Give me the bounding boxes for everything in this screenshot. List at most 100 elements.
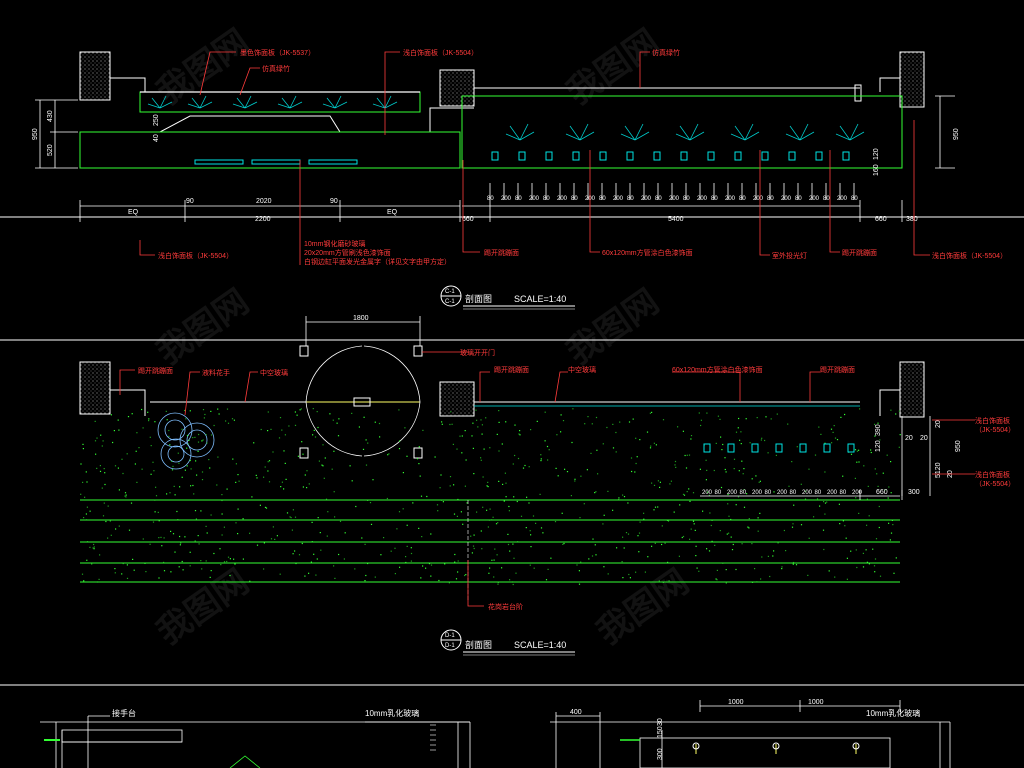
s1-label-bot-2b: 20x20mm方管刷浅色漆饰面 — [304, 248, 391, 257]
s1-label-bot-7: 浅白饰面板（JK-5504） — [932, 251, 1007, 260]
s2-scale: SCALE=1:40 — [514, 640, 566, 650]
s1-row-dim: 200 — [669, 196, 680, 202]
s1-square-post — [626, 151, 634, 161]
s2-dim-v6: 20 — [935, 420, 942, 428]
s2-dim-v3: 20 — [905, 435, 913, 442]
s1-dim-h2: 90 — [186, 198, 194, 205]
s2-column-right — [899, 361, 925, 418]
s1-row-dim: 200 — [501, 196, 512, 202]
s2-row-dim: 200 — [827, 490, 838, 496]
s1-square-post — [572, 151, 580, 161]
s1-square-post — [599, 151, 607, 161]
s2-dim-door: 1800 — [353, 315, 369, 322]
s2-step-lines — [80, 499, 900, 583]
s2-dim-v4: 20 — [920, 435, 928, 442]
s1-scale: SCALE=1:40 — [514, 294, 566, 304]
s1-row-dim: 80 — [599, 196, 606, 202]
s1-square-post — [761, 151, 769, 161]
s1-row-dim: 200 — [697, 196, 708, 202]
s2-door-swing-left — [305, 345, 363, 403]
s2-row-dim: 80 — [815, 490, 822, 496]
s1-section-title: C-1 C-1 剖面图 SCALE=1:40 — [440, 285, 575, 310]
s1-square-post — [734, 151, 742, 161]
s1-row-dim: 80 — [655, 196, 662, 202]
s1-dim-v8: 160 — [873, 164, 880, 176]
s1-row-dim: 200 — [529, 196, 540, 202]
s2-square-post — [751, 443, 759, 453]
s1-light-slot — [251, 159, 301, 165]
s1-label-top-2: 仿真绿竹 — [262, 64, 290, 73]
s1-column-right — [899, 51, 925, 108]
s1-dim-v3: 520 — [47, 144, 54, 156]
s3-dim-400: 400 — [570, 709, 582, 716]
s1-dim-v1: 950 — [32, 128, 39, 140]
s2-square-post — [847, 443, 855, 453]
s1-row-dim: 200 — [641, 196, 652, 202]
s2-row-dim: 80 — [740, 490, 747, 496]
s2-label-top-5: 踢开跳蹦面 — [494, 365, 529, 374]
s1-square-post — [491, 151, 499, 161]
s3-dim-1000b: 1000 — [808, 699, 824, 706]
s2-section-title: D-1 D-1 剖面图 SCALE=1:40 — [440, 629, 575, 656]
s3-dim-150: 150 — [657, 726, 664, 738]
s1-square-post — [842, 151, 850, 161]
s1-label-bot-2a: 10mm钢化磨砂玻璃 — [304, 239, 365, 248]
s1-light-slot — [308, 159, 358, 165]
s2-column-mid — [439, 381, 475, 417]
s2-dim-v2: 120 — [875, 440, 882, 452]
s1-square-post — [653, 151, 661, 161]
s2-label-bottom: 花岗岩台阶 — [488, 602, 523, 611]
s2-square-posts — [703, 443, 855, 453]
section-3: 接手台 10mm乳化玻璃 400 1000 1000 300 150 — [40, 699, 951, 768]
s1-square-post — [788, 151, 796, 161]
s2-title: 剖面图 — [465, 639, 492, 650]
s1-dim-h3: 90 — [330, 198, 338, 205]
s1-label-bot-6: 踢开跳蹦面 — [842, 248, 877, 257]
s2-dim-v5: 950 — [955, 440, 962, 452]
s1-label-top-4: 仿真绿竹 — [652, 48, 680, 57]
s3-dim-30: 30 — [657, 718, 664, 726]
s1-column-mid — [439, 69, 475, 107]
s1-dim-2200: 2200 — [255, 216, 271, 223]
s1-row-dim: 200 — [613, 196, 624, 202]
s2-row-dim: 200 — [852, 490, 863, 496]
s1-row-dim: 80 — [767, 196, 774, 202]
s1-row-dim: 80 — [571, 196, 578, 202]
s3-left-label-b: 10mm乳化玻璃 — [365, 708, 419, 718]
s1-row-dim: 80 — [515, 196, 522, 202]
s2-square-post — [823, 443, 831, 453]
s2-shrub — [157, 412, 215, 470]
s1-row-dim: 80 — [487, 196, 494, 202]
s2-label-top-1: 踢开跳蹦面 — [138, 366, 173, 375]
s3-spotlights — [692, 742, 860, 754]
s2-label-top-7: 60x120mm方管涂白色漆饰面 — [672, 365, 763, 374]
s2-dim-v1: 390 — [875, 424, 882, 436]
s3-right-label-b: 10mm乳化玻璃 — [866, 708, 920, 718]
s1-square-post — [707, 151, 715, 161]
s2-mark-bottom: D-1 — [445, 643, 455, 649]
s1-dim-v4: 40 — [153, 134, 160, 142]
s1-dim-5400: 5400 — [668, 216, 684, 223]
s2-row-dim: 80 — [790, 490, 797, 496]
s1-row-dim: 200 — [781, 196, 792, 202]
s1-light-slot — [194, 159, 244, 165]
s1-row-dim: 200 — [753, 196, 764, 202]
s2-column-left — [79, 361, 111, 415]
s2-dim-660: 660 — [876, 489, 888, 496]
s1-label-top-1: 墨色饰面板（JK-5537） — [240, 48, 315, 57]
s1-label-bot-4: 60x120mm方管涂白色漆饰面 — [602, 248, 693, 257]
s1-fin-row — [489, 183, 855, 200]
s3-dim-300: 300 — [657, 748, 664, 760]
s1-square-post — [680, 151, 688, 161]
s2-square-post — [727, 443, 735, 453]
s2-square-post — [799, 443, 807, 453]
s1-mark-bottom: C-1 — [445, 299, 455, 305]
s2-label-r-1b: （JK-5504） — [975, 426, 1015, 434]
s1-row-dim: 200 — [557, 196, 568, 202]
s2-row-dim: 80 — [765, 490, 772, 496]
s2-label-r-1a: 浅白饰面板 — [975, 416, 1010, 425]
